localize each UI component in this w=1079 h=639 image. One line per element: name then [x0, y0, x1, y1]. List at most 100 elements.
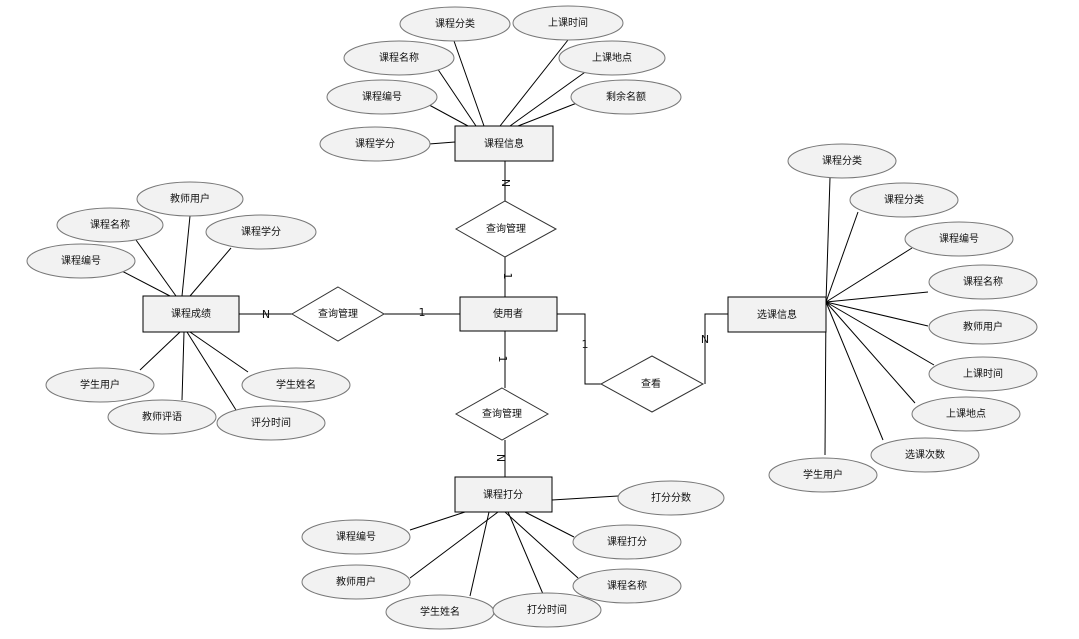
edge-rating-attr — [409, 511, 466, 531]
svg-text:上课地点: 上课地点 — [946, 407, 986, 420]
edge-enroll-attr — [825, 211, 859, 303]
attribute-ellipse: 课程分类 — [849, 182, 959, 218]
cardinality-label: 1 — [501, 273, 514, 280]
relation-label: 查看 — [641, 377, 661, 390]
entity-label: 课程成绩 — [171, 307, 211, 320]
attribute-ellipse: 课程打分 — [572, 524, 682, 560]
relation-top: 查询管理 — [454, 200, 558, 258]
attribute-ellipse: 选课次数 — [870, 437, 980, 473]
edge-rating-attr — [507, 511, 544, 595]
cardinality-labels: N 1 N 1 1 N 1 N — [262, 179, 709, 462]
edge-course-info-attr — [434, 64, 477, 127]
entity-course-rating: 课程打分 — [454, 476, 553, 513]
attribute-ellipse: 学生姓名 — [385, 594, 495, 630]
attribute-ellipse: 学生姓名 — [241, 367, 351, 403]
attribute-ellipse: 学生用户 — [768, 457, 878, 493]
svg-text:上课地点: 上课地点 — [592, 51, 632, 64]
svg-text:课程学分: 课程学分 — [355, 137, 395, 150]
edge-grade-attr — [181, 331, 185, 401]
edge-enroll-attr — [825, 301, 916, 404]
entity-course-info: 课程信息 — [454, 125, 554, 162]
relation-right: 查看 — [599, 355, 705, 413]
attribute-ellipse: 课程名称 — [928, 264, 1038, 300]
relation-bottom: 查询管理 — [454, 387, 550, 441]
attribute-ellipse: 课程名称 — [343, 40, 455, 76]
svg-text:课程名称: 课程名称 — [90, 218, 130, 231]
svg-text:上课时间: 上课时间 — [963, 367, 1003, 380]
edge-enroll-attr — [825, 301, 884, 441]
cardinality-label: 1 — [419, 306, 426, 319]
svg-text:课程名称: 课程名称 — [963, 275, 1003, 288]
edge-enroll-attr — [825, 301, 929, 327]
entity-label: 课程信息 — [484, 137, 524, 150]
attribute-ellipse: 学生用户 — [45, 367, 155, 403]
edge-grade-attr — [186, 331, 237, 411]
enroll-info-attributes: 课程分类 课程分类 课程编号 课程名称 教师用户 上课时间 上课地点 选课次数 — [768, 143, 1038, 493]
svg-text:课程名称: 课程名称 — [607, 579, 647, 592]
entity-user: 使用者 — [459, 296, 558, 332]
attribute-ellipse: 课程编号 — [301, 519, 411, 555]
attribute-ellipse: 教师评语 — [107, 399, 217, 435]
edge-course-info-attr — [428, 141, 456, 145]
edge-relation-enroll — [704, 313, 728, 384]
course-grade-attributes: 教师用户 课程名称 课程学分 课程编号 学生用户 学生姓名 教师评语 评分时间 — [26, 181, 351, 441]
course-rating-attributes: 打分分数 课程编号 课程打分 教师用户 课程名称 学生姓名 打分时间 — [301, 480, 725, 630]
svg-text:上课时间: 上课时间 — [548, 16, 588, 29]
attribute-ellipse: 评分时间 — [216, 405, 326, 441]
attribute-ellipse: 课程编号 — [326, 79, 438, 115]
edge-enroll-attr — [825, 291, 929, 303]
course-info-attributes: 课程分类 上课时间 课程名称 上课地点 课程编号 剩余名额 课程学分 — [319, 5, 682, 162]
svg-text:评分时间: 评分时间 — [251, 416, 291, 429]
edge-rating-attr — [504, 511, 579, 579]
cardinality-label: N — [494, 454, 507, 462]
svg-text:选课次数: 选课次数 — [905, 448, 945, 461]
edge-enroll-attr — [825, 177, 831, 303]
attribute-ellipse: 教师用户 — [928, 309, 1038, 345]
attribute-ellipse: 课程学分 — [205, 214, 317, 250]
entity-enroll-info: 选课信息 — [727, 296, 827, 333]
svg-text:课程编号: 课程编号 — [362, 90, 402, 103]
attribute-ellipse: 课程编号 — [904, 221, 1014, 257]
svg-text:课程编号: 课程编号 — [939, 232, 979, 245]
edge-enroll-attr — [825, 301, 935, 366]
svg-text:教师评语: 教师评语 — [142, 410, 182, 423]
entity-label: 课程打分 — [483, 488, 523, 501]
svg-text:教师用户: 教师用户 — [963, 320, 1003, 333]
entity-label: 使用者 — [493, 307, 523, 320]
svg-text:课程打分: 课程打分 — [607, 535, 647, 548]
svg-text:学生用户: 学生用户 — [80, 378, 120, 391]
attribute-ellipse: 上课时间 — [512, 5, 624, 41]
svg-text:学生姓名: 学生姓名 — [276, 378, 316, 391]
connector-lines — [119, 39, 935, 597]
edge-course-info-attr — [509, 69, 589, 127]
svg-text:课程名称: 课程名称 — [379, 51, 419, 64]
edge-course-info-attr — [517, 100, 583, 127]
edge-grade-attr — [119, 269, 171, 297]
attribute-ellipse: 剩余名额 — [570, 79, 682, 115]
attribute-ellipse: 教师用户 — [301, 564, 411, 600]
edge-grade-attr — [189, 331, 249, 373]
attribute-ellipse: 上课时间 — [928, 356, 1038, 392]
svg-text:剩余名额: 剩余名额 — [606, 90, 646, 103]
edge-rating-attr — [551, 495, 619, 501]
svg-text:学生用户: 学生用户 — [803, 468, 843, 481]
attribute-ellipse: 上课地点 — [558, 40, 666, 76]
relation-label: 查询管理 — [486, 222, 526, 235]
attribute-ellipse: 打分时间 — [492, 592, 602, 628]
svg-text:课程分类: 课程分类 — [884, 193, 924, 206]
cardinality-label: 1 — [582, 338, 589, 351]
edge-rating-attr — [469, 511, 490, 597]
svg-text:课程分类: 课程分类 — [822, 154, 862, 167]
svg-text:学生姓名: 学生姓名 — [420, 605, 460, 618]
attribute-ellipse: 课程名称 — [572, 568, 682, 604]
attribute-ellipse: 课程分类 — [787, 143, 897, 179]
svg-text:课程学分: 课程学分 — [241, 225, 281, 238]
cardinality-label: 1 — [496, 356, 509, 363]
svg-text:课程编号: 课程编号 — [336, 530, 376, 543]
edge-user-relation-right — [557, 313, 601, 385]
edge-rating-attr — [409, 511, 499, 579]
cardinality-label: N — [701, 333, 709, 346]
entity-course-grade: 课程成绩 — [142, 295, 240, 333]
svg-text:教师用户: 教师用户 — [336, 575, 376, 588]
